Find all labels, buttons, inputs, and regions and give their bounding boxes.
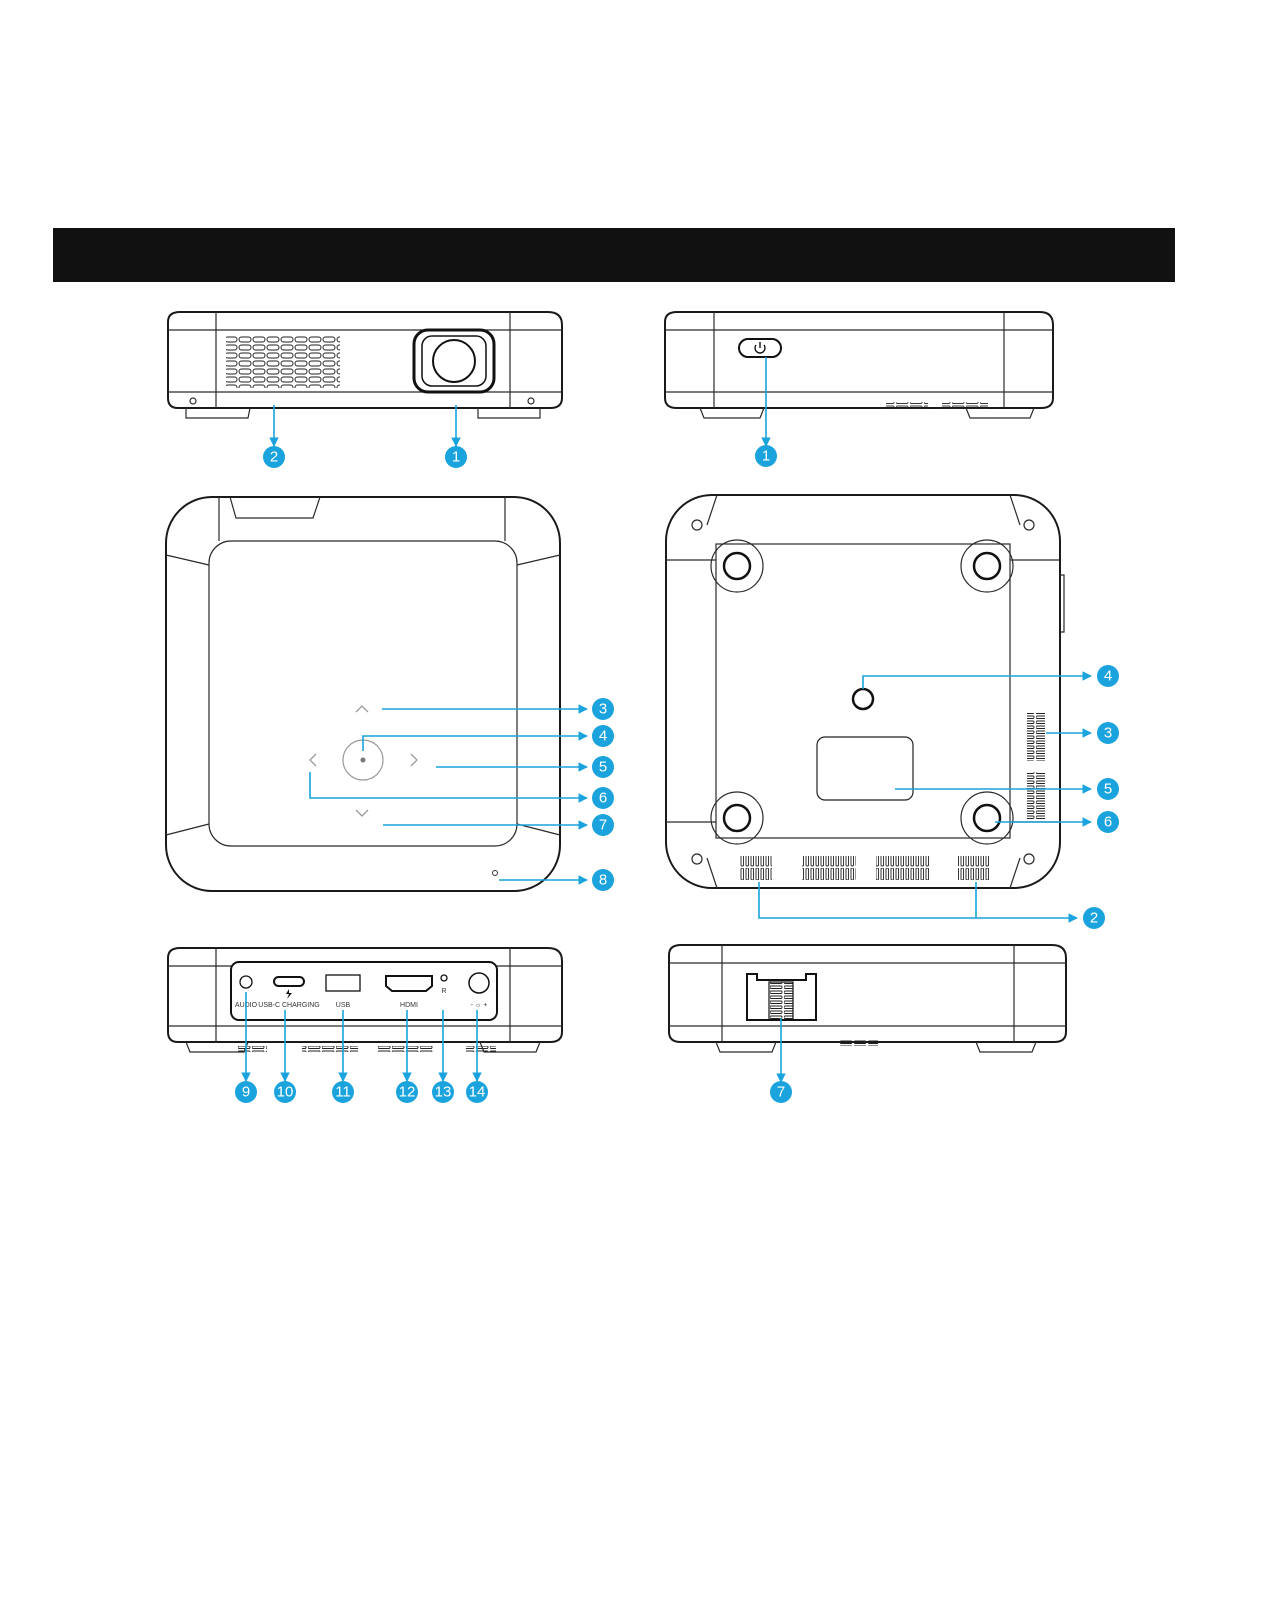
callout-side-right-1: 1: [755, 445, 777, 467]
svg-text:3: 3: [599, 701, 607, 718]
svg-text:14: 14: [469, 1084, 486, 1101]
power-label: - ☼ +: [471, 1002, 488, 1009]
svg-text:3: 3: [1104, 725, 1112, 742]
hdmi-label: HDMI: [400, 1002, 418, 1009]
svg-text:1: 1: [452, 449, 460, 466]
power-button-icon[interactable]: [739, 339, 781, 357]
callout-bottom-4: 4: [1097, 665, 1119, 687]
callout-rear-13: 13: [432, 1081, 454, 1103]
svg-text:4: 4: [599, 728, 607, 745]
svg-text:7: 7: [599, 817, 607, 834]
top-view: [166, 497, 560, 891]
svg-text:8: 8: [599, 872, 607, 889]
bottom-view: [666, 495, 1064, 888]
side-view-right: [665, 312, 1053, 418]
side-vent: [1027, 713, 1045, 761]
callout-bottom-3: 3: [1097, 722, 1119, 744]
callout-bottom-6: 6: [1097, 811, 1119, 833]
callout-rear-12: 12: [396, 1081, 418, 1103]
ir-label: R: [441, 988, 446, 995]
svg-text:6: 6: [599, 790, 607, 807]
callout-rear-10: 10: [274, 1081, 296, 1103]
svg-text:6: 6: [1104, 814, 1112, 831]
callout-top-3: 3: [592, 698, 614, 720]
svg-text:11: 11: [335, 1084, 351, 1101]
callout-rear-11: 11: [332, 1081, 354, 1103]
front-view: [168, 312, 562, 418]
callout-top-7: 7: [592, 814, 614, 836]
svg-text:12: 12: [399, 1084, 416, 1101]
callout-rear-9: 9: [235, 1081, 257, 1103]
bottom-vent: [740, 856, 772, 880]
rear-view: AUDIO USB-C CHARGING USB HDMI R - ☼ +: [168, 948, 562, 1052]
callout-front-2: 2: [263, 446, 285, 468]
callout-top-8: 8: [592, 869, 614, 891]
svg-text:1: 1: [762, 448, 770, 465]
svg-text:13: 13: [435, 1084, 452, 1101]
usb-label: USB: [336, 1002, 351, 1009]
svg-text:2: 2: [270, 449, 278, 466]
side-view-left: [669, 945, 1066, 1052]
tripod-mount: [853, 689, 873, 709]
callout-bottom-2: 2: [1083, 907, 1105, 929]
svg-text:5: 5: [599, 759, 607, 776]
lens: [433, 340, 475, 382]
svg-text:10: 10: [277, 1084, 294, 1101]
callout-top-5: 5: [592, 756, 614, 778]
callout-front-1: 1: [445, 446, 467, 468]
callout-side-left-7: 7: [770, 1081, 792, 1103]
svg-text:5: 5: [1104, 781, 1112, 798]
callout-top-4: 4: [592, 725, 614, 747]
front-vent: [226, 336, 340, 388]
svg-text:4: 4: [1104, 668, 1112, 685]
svg-text:7: 7: [777, 1084, 785, 1101]
focus-wheel[interactable]: [747, 974, 816, 1020]
svg-text:9: 9: [242, 1084, 250, 1101]
callout-bottom-5: 5: [1097, 778, 1119, 800]
callout-rear-14: 14: [466, 1081, 488, 1103]
port-panel: [231, 962, 497, 1020]
usbc-label: USB-C CHARGING: [258, 1002, 319, 1009]
callout-top-6: 6: [592, 787, 614, 809]
svg-text:2: 2: [1090, 910, 1098, 927]
